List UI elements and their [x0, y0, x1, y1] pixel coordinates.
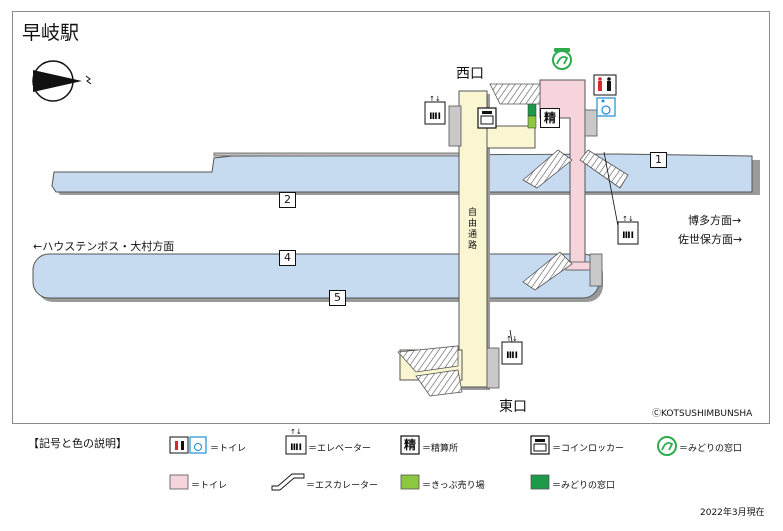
fare-adjustment-icon: 精: [540, 108, 560, 128]
legend-midori-icon: [657, 436, 677, 456]
stairs-4-5: [522, 251, 573, 291]
east-stairs-b: [415, 369, 463, 397]
legend-ticket-sales-label: ＝きっぷ売り場: [422, 481, 485, 491]
svg-text:↑↓: ↑↓: [290, 428, 302, 436]
svg-text:↑↓: ↑↓: [429, 95, 441, 103]
legend-locker-icon: [530, 435, 550, 455]
direction-sasebo: 佐世保方面→: [678, 233, 743, 246]
west-stairs: [489, 83, 541, 105]
legend-fare-glyph: 精: [403, 438, 416, 452]
svg-text:ⅢⅠ: ⅢⅠ: [506, 351, 518, 361]
platform-number: 4: [279, 250, 296, 266]
platform-lower: [32, 253, 603, 302]
legend-title: 【記号と色の説明】: [28, 437, 127, 450]
legend-ticket-sales-swatch: [400, 474, 420, 490]
legend-toilet-label: ＝トイレ: [210, 444, 247, 454]
elevator-icon: ↑↓ ⅢⅠ: [424, 95, 446, 125]
legend-toilet-area-label: ＝トイレ: [191, 481, 228, 491]
svg-text:↑↓: ↑↓: [506, 335, 518, 343]
legend-elevator-icon: ↑↓ ⅢⅠ: [285, 428, 307, 455]
escalator-1-2: [579, 149, 629, 189]
east-stairs-a: [397, 345, 459, 373]
copyright: ⒸKOTSUSHIMBUNSHA: [652, 409, 753, 419]
as-of-date: 2022年3月現在: [700, 508, 765, 518]
legend-fare-label: ＝精算所: [422, 444, 459, 454]
direction-huis-ten-bosch: ←ハウステンボス・大村方面: [33, 240, 175, 253]
compass-icon: [32, 60, 92, 102]
legend-locker-label: ＝コインロッカー: [552, 444, 625, 454]
legend-escalator-icon: [271, 473, 305, 491]
toilet-area: [539, 79, 603, 287]
legend-midori-label: ＝みどりの窓口: [679, 444, 743, 454]
svg-text:ⅢⅠ: ⅢⅠ: [429, 112, 441, 122]
west-exit-label: 西口: [456, 66, 484, 82]
ticket-sales-mark: [527, 115, 537, 129]
legend-toilet-area-swatch: [169, 474, 189, 490]
station-title: 早岐駅: [22, 22, 80, 44]
legend-elevator-label: ＝エレベーター: [308, 444, 372, 454]
stairs-1-2: [522, 149, 573, 189]
svg-text:ⅢⅠ: ⅢⅠ: [290, 443, 302, 453]
legend-midori-area-label: ＝みどりの窓口: [552, 481, 616, 491]
platform-number: 1: [650, 152, 667, 168]
svg-text:ⅢⅠ: ⅢⅠ: [622, 231, 634, 241]
legend-fare-icon: [400, 435, 420, 455]
direction-hakata: 博多方面→: [688, 214, 742, 227]
legend-toilet-icon: [169, 436, 207, 454]
legend-midori-area-swatch: [530, 474, 550, 490]
midori-area-mark: [527, 103, 537, 117]
wheelchair-icon: [596, 97, 616, 117]
legend-escalator-label: ＝エスカレーター: [306, 481, 379, 491]
toilet-icon: [593, 74, 617, 96]
elevator-icon: ↑↓ ⅢⅠ: [617, 215, 639, 245]
svg-text:↑↓: ↑↓: [622, 215, 634, 223]
elevator-icon: ↑↓ ⅢⅠ: [501, 335, 523, 365]
station-map: [12, 11, 770, 424]
midori-no-madoguchi-icon: [552, 48, 572, 70]
platform-number: 5: [329, 290, 346, 306]
passage-label: 自由通路: [468, 208, 478, 251]
coin-locker-icon: [477, 107, 497, 129]
east-exit-label: 東口: [499, 399, 527, 415]
platform-number: 2: [279, 192, 296, 208]
